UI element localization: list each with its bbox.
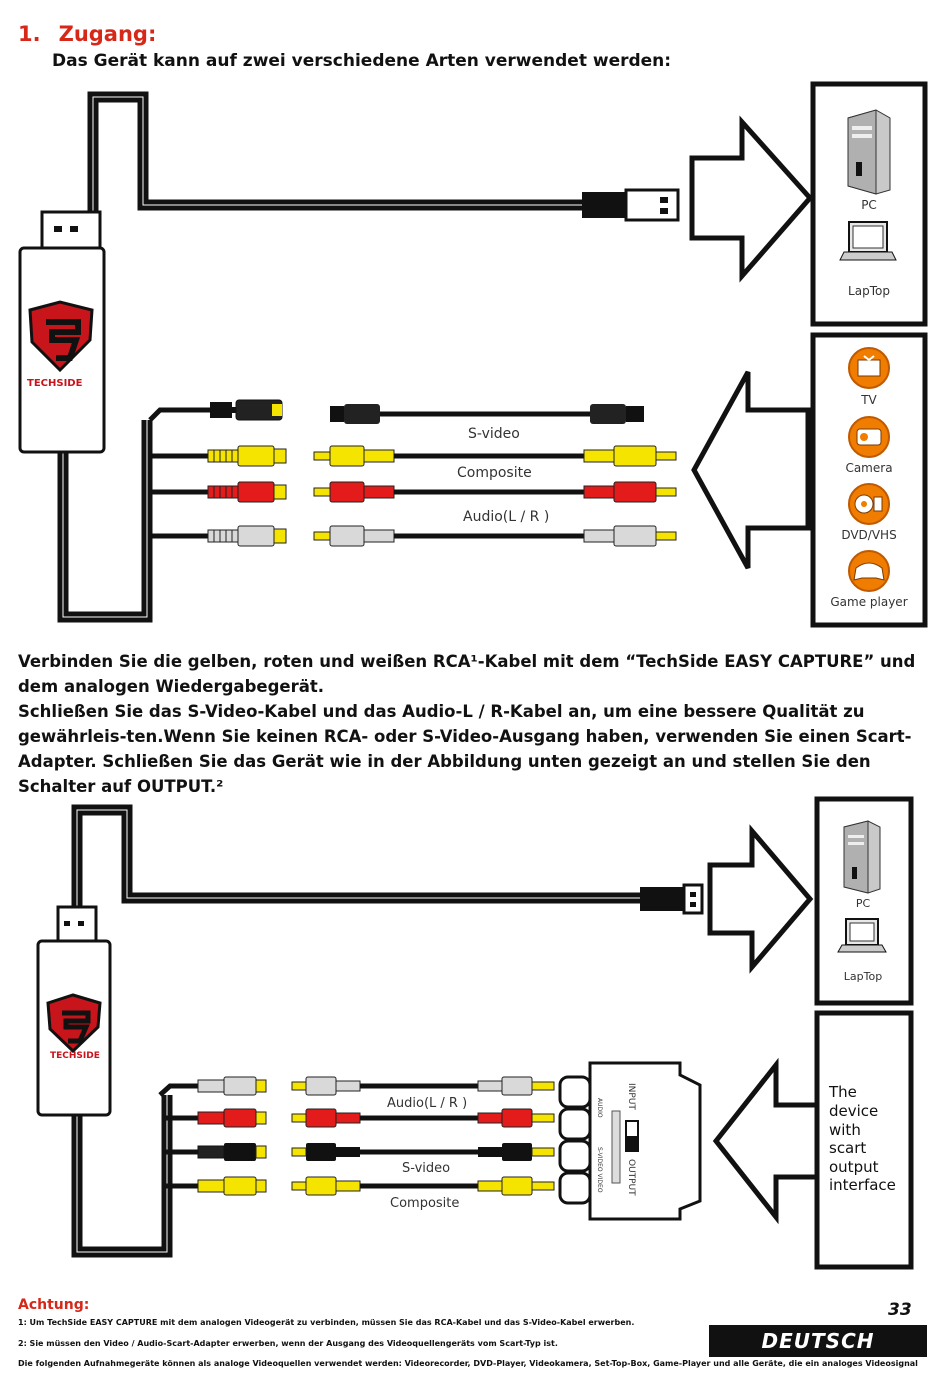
instructions-text: Verbinden Sie die gelben, roten und weiß… — [18, 649, 933, 799]
laptop-icon — [839, 221, 897, 261]
label-composite: Composite — [457, 465, 532, 481]
section-heading: 1. Zugang: — [18, 22, 156, 46]
label-audio: Audio(L / R ) — [387, 1096, 467, 1111]
label-svideo: S-video — [402, 1161, 450, 1176]
label-svideo: S-video — [468, 426, 520, 442]
cable-svideo — [291, 1143, 555, 1161]
left-plug-white — [197, 1076, 267, 1096]
techside-logo: TECHSIDE — [27, 300, 94, 389]
scart-adapter: INPUT OUTPUT AUDIO S-VIDEO VIDEO — [558, 1061, 702, 1221]
label-laptop: LapTop — [848, 284, 890, 298]
left-plug-black — [210, 399, 283, 421]
camera-icon — [848, 416, 890, 458]
source-text-5: output — [829, 1158, 879, 1176]
techside-logo: TECHSIDE — [46, 993, 102, 1061]
source-device-box — [814, 1010, 914, 1270]
laptop-icon — [837, 918, 887, 953]
note-3: Die folgenden Aufnahmegeräte können als … — [18, 1359, 918, 1368]
label-game: Game player — [830, 595, 907, 609]
cable-composite — [291, 1176, 555, 1196]
pc-icon — [843, 820, 881, 894]
brand-label: TECHSIDE — [27, 378, 83, 389]
cable-svideo — [330, 404, 644, 424]
scart-audio-label: AUDIO — [596, 1098, 603, 1118]
cable-audio-red — [313, 481, 677, 503]
left-plug-red — [197, 1108, 267, 1128]
label-composite: Composite — [390, 1196, 459, 1211]
label-pc: PC — [861, 198, 877, 212]
capture-stick: TECHSIDE — [36, 905, 112, 1117]
arrow-left-icon — [712, 1057, 821, 1225]
diagram-connection-rca: TECHSIDE S-video Composite Aud — [18, 81, 928, 628]
label-camera: Camera — [845, 461, 892, 475]
section-subtitle: Das Gerät kann auf zwei verschiedene Art… — [52, 51, 672, 71]
label-audio: Audio(L / R ) — [463, 509, 549, 525]
pc-icon — [847, 109, 891, 195]
arrow-right-icon — [689, 115, 814, 283]
arrow-left-icon — [691, 370, 811, 570]
left-plug-yellow — [207, 445, 287, 467]
tv-icon — [848, 347, 890, 389]
cable-composite — [313, 445, 677, 467]
usb-plug — [640, 883, 704, 915]
arrow-right-icon — [707, 824, 814, 974]
left-plug-white — [207, 525, 287, 547]
diagram-connection-scart: TECHSIDE Audio(L / R ) S-video Composite… — [36, 796, 914, 1270]
cable-audio-white — [291, 1076, 555, 1096]
instructions-line-1: Verbinden Sie die gelben, roten und weiß… — [18, 652, 916, 696]
scart-output-label: OUTPUT — [626, 1159, 636, 1196]
label-tv: TV — [860, 393, 877, 407]
source-text-4: scart — [829, 1139, 866, 1157]
note-1: 1: Um TechSide EASY CAPTURE mit dem anal… — [18, 1318, 635, 1327]
label-pc: PC — [856, 897, 871, 910]
source-text-1: The — [828, 1083, 857, 1101]
label-laptop: LapTop — [844, 970, 882, 983]
capture-stick: TECHSIDE — [18, 210, 106, 454]
brand-label: TECHSIDE — [50, 1051, 100, 1061]
section-number: 1. — [18, 22, 41, 46]
notes-title: Achtung: — [18, 1297, 90, 1313]
label-dvd: DVD/VHS — [841, 528, 896, 542]
page-number: 33 — [888, 1300, 912, 1320]
usb-plug — [582, 188, 680, 222]
cable-audio-white — [313, 525, 677, 547]
section-title: Zugang: — [58, 22, 157, 46]
source-text-6: interface — [829, 1176, 896, 1194]
source-text-2: device — [829, 1102, 878, 1120]
target-device-box — [810, 81, 928, 327]
note-2: 2: Sie müssen den Video / Audio-Scart-Ad… — [18, 1339, 558, 1348]
scart-video-label: S-VIDEO VIDEO — [596, 1147, 603, 1193]
source-text-3: with — [829, 1121, 861, 1139]
instructions-line-2: Schließen Sie das S-Video-Kabel und das … — [18, 702, 912, 796]
game-icon — [848, 550, 890, 592]
left-plug-yellow — [197, 1176, 267, 1196]
left-plug-red — [207, 481, 287, 503]
language-tab: DEUTSCH — [709, 1325, 927, 1357]
scart-input-label: INPUT — [626, 1083, 636, 1110]
dvd-icon — [848, 483, 890, 525]
left-plug-black — [197, 1143, 267, 1161]
cable-audio-red — [291, 1108, 555, 1128]
